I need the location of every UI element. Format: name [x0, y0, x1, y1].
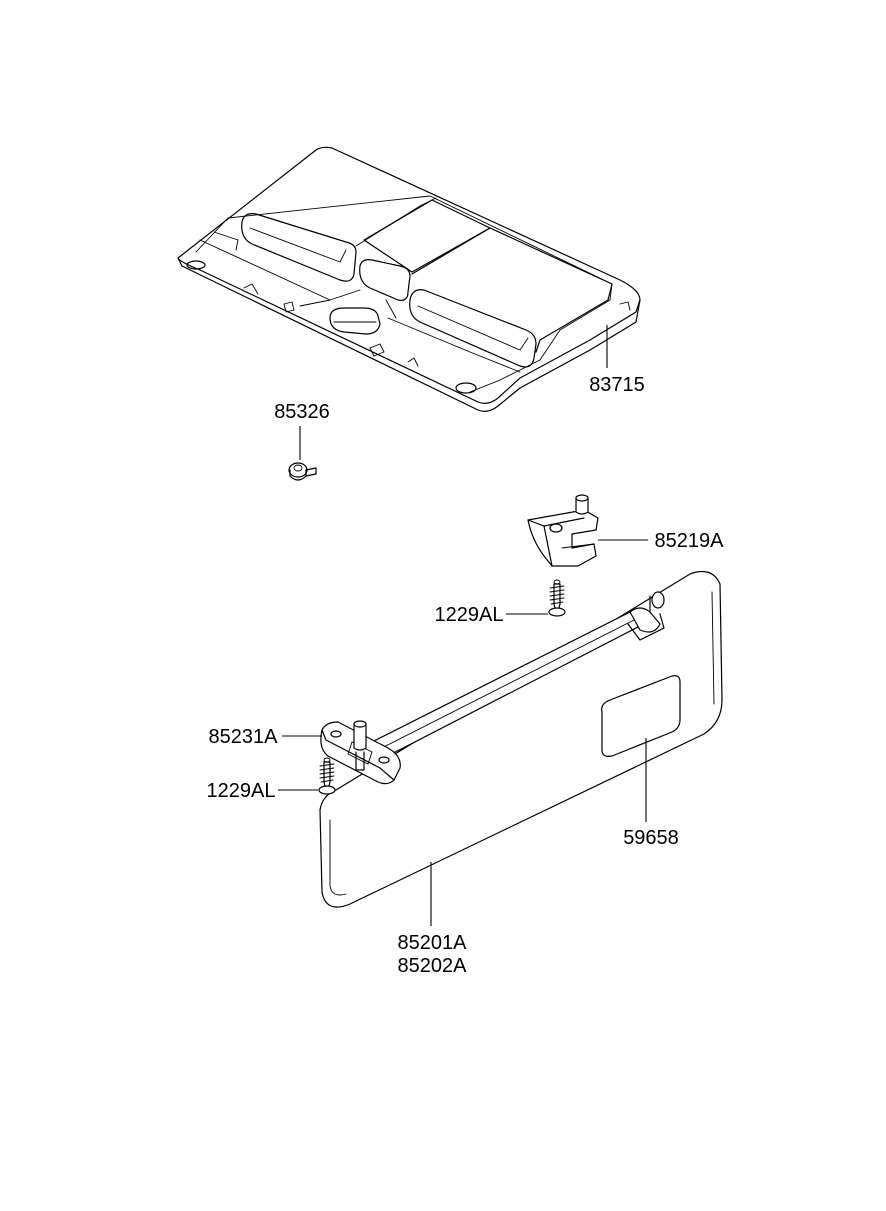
screw-lower-drawing	[318, 757, 336, 795]
bracket-drawing	[320, 720, 401, 785]
headliner-drawing	[177, 146, 641, 412]
label-1229AL-upper: 1229AL	[435, 604, 504, 626]
label-83715: 83715	[589, 374, 645, 396]
screw-upper-drawing	[548, 579, 566, 617]
label-85201A: 85201A	[398, 932, 468, 954]
clip-drawing	[288, 462, 317, 481]
sunvisor-drawing	[319, 571, 723, 908]
label-85231A: 85231A	[209, 726, 279, 748]
label-59658: 59658	[623, 827, 679, 849]
label-85202A: 85202A	[398, 955, 468, 977]
label-85219A: 85219A	[655, 530, 725, 552]
label-1229AL-lower: 1229AL	[207, 780, 276, 802]
label-85326: 85326	[274, 401, 330, 423]
retainer-drawing	[527, 494, 599, 567]
